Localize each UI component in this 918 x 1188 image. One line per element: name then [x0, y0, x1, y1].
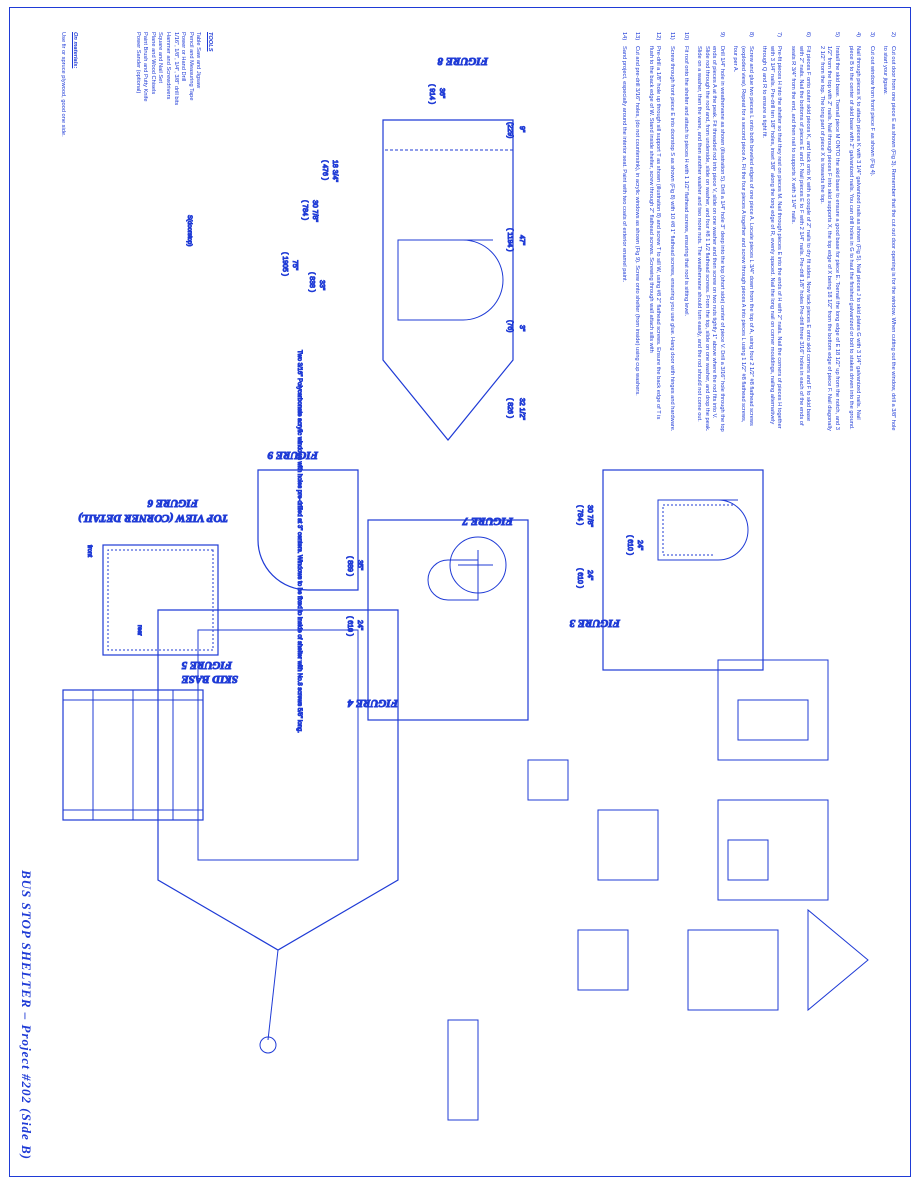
figure-9-label: FIGURE 9: [267, 449, 319, 461]
dim: 24": [356, 620, 363, 631]
dim: ( 889 ): [346, 556, 353, 576]
figure-8-label: FIGURE 8: [437, 55, 489, 67]
dim: ( 784 ): [301, 200, 308, 220]
figure-9: FIGURE 9 Two 3/16" Polycarbonate acrylic…: [257, 350, 359, 734]
acrylic-note: Two 3/16" Polycarbonate acrylic windows …: [296, 350, 302, 733]
figure-7: FIGURE 7: [449, 515, 515, 594]
figure-4-label: FIGURE 4: [347, 697, 399, 709]
figure-6: TOP VIEW (CORNER DETAIL) FIGURE 6: [78, 497, 229, 656]
figure-7-label: FIGURE 7: [462, 515, 514, 527]
dim: ( 610 ): [576, 568, 583, 588]
dim: 36": [438, 88, 445, 99]
dim: 24": [586, 570, 593, 581]
dim: ( 476 ): [321, 160, 328, 180]
exploded-view: [447, 659, 869, 1121]
dim: ( 610 ): [626, 535, 633, 555]
dim: 24": [636, 540, 643, 551]
dim: (76): [506, 320, 513, 332]
dim: 35": [356, 560, 363, 571]
doorstop-label: S(doorstop): [186, 215, 192, 246]
dim: 18 3/4": [331, 160, 338, 182]
dim: 9": [518, 126, 525, 133]
figure-8: FIGURE 8 9" (229) 47" ( 1194 ) 3" (76) 3…: [281, 55, 526, 441]
figure-5-label: FIGURE 5: [181, 659, 233, 671]
dim: 3": [518, 325, 525, 332]
dim: ( 784 ): [576, 505, 583, 525]
dim: 32 1/2": [518, 398, 525, 420]
dim: 47": [518, 235, 525, 246]
assembled-view: S(doorstop) rear front: [86, 215, 399, 1054]
figure-5: SKID BASE FIGURE 5: [62, 659, 239, 821]
front-label: front: [86, 545, 92, 557]
figure-3: FIGURE 3 24" ( 610 ) 30 7/8" ( 784 ) 24"…: [569, 469, 764, 671]
figure-6-title: TOP VIEW (CORNER DETAIL): [78, 512, 228, 524]
dim: ( 1905 ): [281, 252, 288, 276]
sheet-title: BUS STOP SHELTER – Project #202 (Side B): [19, 869, 34, 1160]
dim: ( 610 ): [346, 616, 353, 636]
figure-5-title: SKID BASE: [181, 673, 238, 685]
dim: 33": [318, 280, 325, 291]
figure-3-label: FIGURE 3: [569, 617, 621, 629]
dim: ( 826 ): [506, 398, 513, 418]
figure-4: FIGURE 4 35" ( 889 ) 24" ( 610 ): [346, 519, 529, 721]
dim: 30 7/8": [586, 505, 593, 527]
figure-6-label: FIGURE 6: [147, 497, 199, 509]
dim: (229): [506, 122, 513, 138]
dim: ( 914 ): [428, 84, 435, 104]
dim: ( 1194 ): [506, 228, 513, 252]
dim: ( 838 ): [308, 272, 315, 292]
dim: 75": [291, 260, 298, 271]
rear-label: rear: [136, 625, 142, 636]
dim: 30 7/8": [311, 200, 318, 222]
